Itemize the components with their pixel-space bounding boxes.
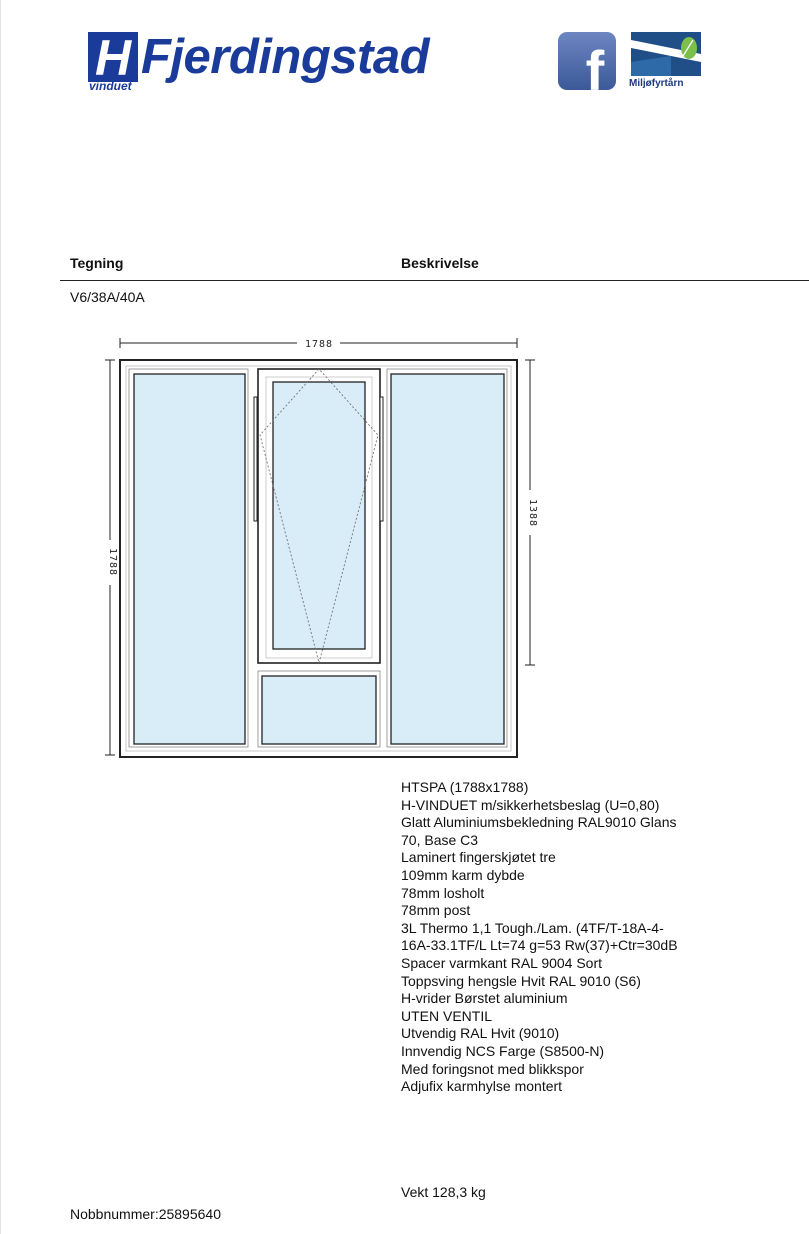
facebook-letter: f (586, 39, 605, 90)
h-vinduet-logo-mark: H (88, 32, 138, 82)
left-hinge-mark (253, 396, 258, 522)
description-line: Glatt Aluminiumsbekledning RAL9010 Glans (401, 814, 677, 831)
brand-sub: vinduet (89, 79, 132, 93)
description-line: H-VINDUET m/sikkerhetsbeslag (U=0,80) (401, 796, 660, 813)
description-line: UTEN VENTIL (401, 1007, 493, 1024)
width-dimension (119, 338, 518, 348)
description-line: 70, Base C3 (401, 831, 479, 848)
description-block: HTSPA (1788x1788)H-VINDUET m/sikkerhetsb… (401, 779, 761, 1096)
description-line: 78mm post (401, 902, 471, 919)
description-line: H-vrider Børstet aluminium (401, 990, 568, 1007)
miljofyrtarn-label: Miljøfyrtårn (629, 78, 684, 89)
window-drawing: 1788 1788 1388 (105, 338, 538, 758)
right-pane-glass (390, 373, 505, 745)
logo-letter: H (95, 32, 132, 82)
weight-text: Vekt 128,3 kg (401, 1184, 486, 1200)
drawing-id: V6/38A/40A (70, 289, 145, 305)
drawing-heading: Tegning (70, 255, 124, 271)
page-edge (0, 0, 1, 1234)
description-line: Innvendig NCS Farge (S8500-N) (401, 1042, 605, 1059)
description-line: Utvendig RAL Hvit (9010) (401, 1025, 560, 1042)
height-dimension-label: 1788 (107, 548, 118, 576)
opening-direction-lines (259, 368, 379, 665)
left-pane-glass (133, 373, 246, 745)
brand-name: Fjerdingstad (141, 30, 430, 84)
description-line: Adjufix karmhylse montert (401, 1078, 563, 1095)
facebook-icon[interactable]: f (558, 32, 616, 90)
description-line: 78mm losholt (401, 884, 485, 901)
description-line: Toppsving hengsle Hvit RAL 9010 (S6) (401, 972, 641, 989)
description-line: Laminert fingerskjøtet tre (401, 849, 556, 866)
description-line: Med foringsnot med blikkspor (401, 1060, 584, 1077)
description-line: 16A-33.1TF/L Lt=74 g=53 Rw(37)+Ctr=30dB (401, 937, 678, 954)
heading-rule (60, 280, 809, 281)
width-dimension-label: 1788 (305, 339, 333, 350)
description-line: Spacer varmkant RAL 9004 Sort (401, 954, 603, 971)
description-line: HTSPA (1788x1788) (401, 779, 529, 795)
height-dimension (105, 359, 115, 756)
upper-height-dimension-label: 1388 (527, 499, 538, 527)
description-line: 3L Thermo 1,1 Tough./Lam. (4TF/T-18A-4- (401, 919, 664, 936)
right-hinge-mark (379, 396, 384, 522)
miljofyrtarn-icon[interactable] (631, 32, 701, 76)
upper-height-dimension (525, 359, 535, 666)
description-line: 109mm karm dybde (401, 866, 525, 883)
nobb-number: Nobbnummer:25895640 (70, 1206, 221, 1222)
bottom-pane-glass (261, 675, 377, 745)
middle-pane-glass (272, 381, 366, 650)
description-heading: Beskrivelse (401, 255, 479, 271)
